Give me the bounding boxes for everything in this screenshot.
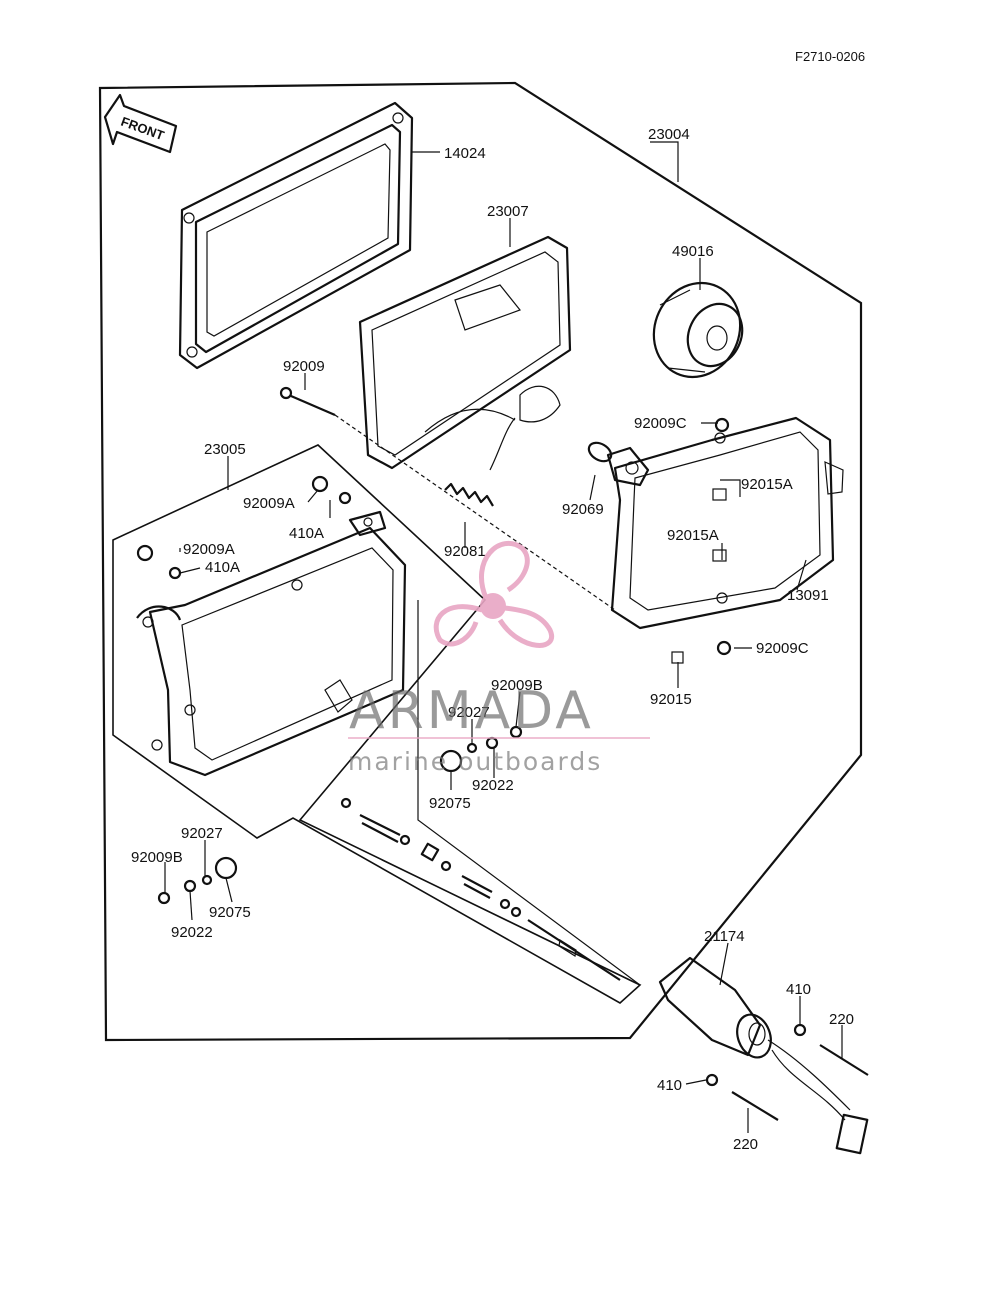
callout-92009b-low: 92009B xyxy=(131,849,183,866)
callout-92015a-mid: 92015A xyxy=(667,527,719,544)
headlight-rim xyxy=(178,101,414,370)
callout-92081: 92081 xyxy=(444,543,486,560)
propeller-logo xyxy=(433,540,555,648)
callout-92075-low: 92075 xyxy=(209,904,251,921)
callout-92009a-upper: 92009A xyxy=(243,495,295,512)
callout-92027-low: 92027 xyxy=(181,825,223,842)
watermark-brand: ARMADA xyxy=(349,681,594,741)
front-arrow: FRONT xyxy=(103,93,178,154)
callout-21174: 21174 xyxy=(704,928,745,945)
headlight-unit xyxy=(358,235,572,471)
switch-assembly xyxy=(658,956,869,1155)
callout-410-left: 410 xyxy=(657,1077,682,1094)
callout-92015: 92015 xyxy=(650,691,692,708)
callout-410a-upper: 410A xyxy=(289,525,324,542)
dust-cover xyxy=(652,281,744,379)
callout-92009c-bottom: 92009C xyxy=(756,640,809,657)
callout-14024: 14024 xyxy=(444,145,486,162)
watermark-tagline: marine outboards xyxy=(348,747,602,776)
callout-410-right: 410 xyxy=(786,981,811,998)
assembly-boundary xyxy=(98,81,863,1042)
callout-92069: 92069 xyxy=(562,501,604,518)
spring xyxy=(444,482,494,507)
long-screw xyxy=(279,386,336,417)
headlight-bracket xyxy=(610,416,844,630)
callout-49016: 49016 xyxy=(672,243,714,260)
part-callouts: 14024 23004 23007 49016 92009 92009C 230… xyxy=(131,126,854,1153)
callout-92022-mid: 92022 xyxy=(472,777,514,794)
svg-text:FRONT: FRONT xyxy=(119,114,166,143)
callout-92009a-lower: 92009A xyxy=(183,541,235,558)
adjuster-assembly xyxy=(340,797,621,981)
leader-lines xyxy=(164,141,843,1133)
callout-13091: 13091 xyxy=(787,587,829,604)
callout-220-right: 220 xyxy=(829,1011,854,1028)
subassembly-boundary xyxy=(112,444,642,1004)
small-fasteners xyxy=(136,417,732,905)
callout-23005: 23005 xyxy=(204,441,246,458)
callout-92022-low: 92022 xyxy=(171,924,213,941)
headlight-housing xyxy=(136,510,407,777)
watermark: ARMADA marine outboards xyxy=(348,540,650,776)
callout-23007: 23007 xyxy=(487,203,529,220)
alignment-lines xyxy=(334,414,641,986)
callout-92015a-top: 92015A xyxy=(741,476,793,493)
callout-92009b-mid: 92009B xyxy=(491,677,543,694)
callout-410a-lower: 410A xyxy=(205,559,240,576)
callout-92009c-top: 92009C xyxy=(634,415,687,432)
drawing-code: F2710-0206 xyxy=(795,49,865,64)
callout-23004: 23004 xyxy=(648,126,690,143)
callout-92009: 92009 xyxy=(283,358,325,375)
callout-92027-mid: 92027 xyxy=(448,704,490,721)
callout-92075-mid: 92075 xyxy=(429,795,471,812)
callout-220-bottom: 220 xyxy=(733,1136,758,1153)
